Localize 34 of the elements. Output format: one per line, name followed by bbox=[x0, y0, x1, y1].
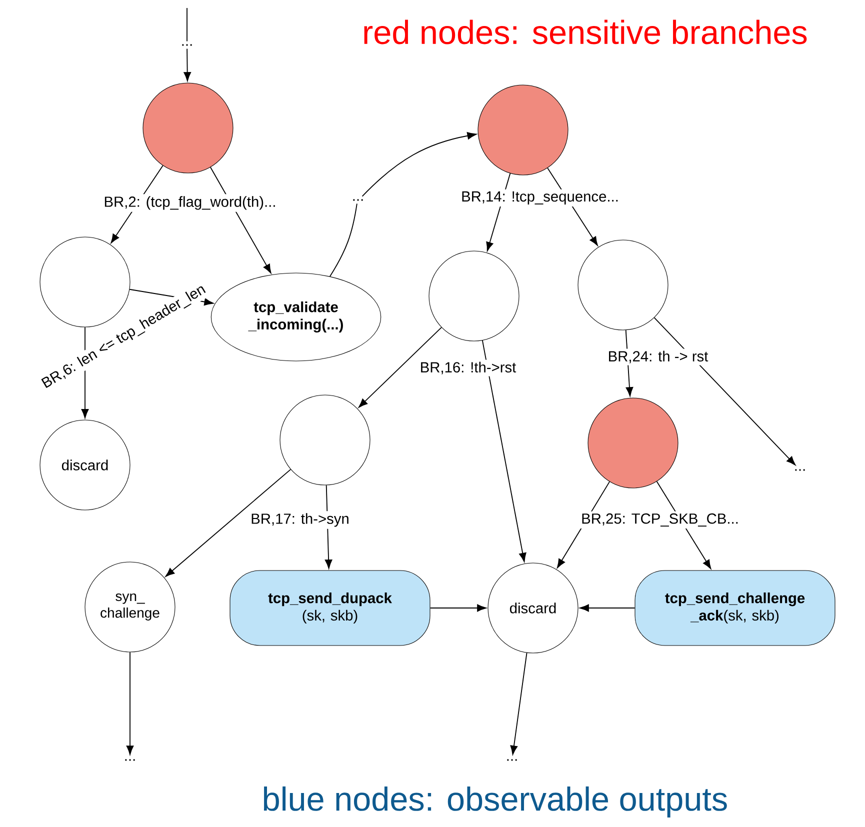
branch-label: BR,17: th->syn bbox=[248, 511, 352, 529]
branch-label: BR,2: (tcp_flag_word(th)... bbox=[102, 194, 278, 212]
ellipsis-text: ... bbox=[182, 44, 192, 46]
arrow bbox=[184, 48, 191, 82]
ellipsis-text: ... bbox=[125, 759, 135, 761]
branch-node bbox=[142, 82, 234, 174]
branch-label: BR,25: TCP_SKB_CB... bbox=[579, 511, 741, 529]
legend-text: blue nodes: observable outputs bbox=[264, 786, 727, 818]
legend-text: red nodes: sensitive branches bbox=[364, 20, 807, 44]
ellipsis-text: ... bbox=[795, 469, 805, 471]
output-box: tcp_send_dupack (sk, skb) bbox=[230, 570, 430, 646]
arrow bbox=[430, 604, 486, 612]
branch-node bbox=[280, 394, 370, 486]
output-box: tcp_send_challenge _ack(sk, skb) bbox=[634, 570, 836, 646]
branch-node bbox=[478, 84, 568, 176]
branch-node bbox=[588, 398, 678, 488]
arrow bbox=[165, 468, 292, 577]
arrow bbox=[510, 652, 528, 755]
branch-node bbox=[428, 250, 520, 342]
terminal-node: syn_ challenge bbox=[84, 562, 176, 652]
arrow bbox=[654, 317, 796, 466]
arrow bbox=[482, 340, 526, 562]
arrow bbox=[580, 604, 636, 612]
discard-node: discard bbox=[488, 562, 578, 654]
discard-node: discard bbox=[40, 420, 130, 510]
branch-label: BR,24: th -> rst bbox=[606, 348, 710, 366]
arrow bbox=[358, 326, 442, 408]
ellipsis-text: ... bbox=[353, 199, 363, 201]
ellipsis-text: ... bbox=[507, 759, 517, 761]
branch-node bbox=[578, 240, 668, 330]
branch-label: BR,16: !th->rst bbox=[418, 360, 518, 376]
arrow bbox=[126, 652, 134, 755]
arrow bbox=[362, 132, 476, 197]
branch-label: BR,14: !tcp_sequence... bbox=[459, 189, 621, 207]
